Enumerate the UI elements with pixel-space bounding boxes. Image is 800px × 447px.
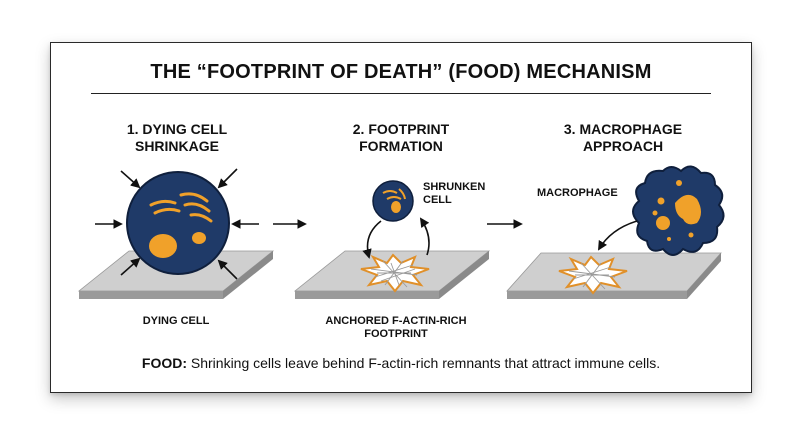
- shrunken-cell-label: SHRUNKEN CELL: [423, 181, 486, 206]
- anchored-footprint: [360, 253, 430, 293]
- step-3-title: 3. MACROPHAGE APPROACH: [563, 121, 683, 154]
- dying-cell: [126, 171, 230, 275]
- caption-term: FOOD:: [141, 355, 187, 371]
- diagram-illustration: [77, 165, 725, 299]
- detach-arrow: [362, 220, 382, 259]
- shrinkage-arrows: [95, 168, 259, 280]
- macrophage: [632, 165, 725, 256]
- caption-text: Shrinking cells leave behind F-actin-ric…: [187, 355, 661, 371]
- nucleus-organelle: [149, 234, 177, 258]
- diagram-title: THE “FOOTPRINT OF DEATH” (FOOD) MECHANIS…: [150, 61, 652, 83]
- diagram-card: THE “FOOTPRINT OF DEATH” (FOOD) MECHANIS…: [50, 42, 752, 393]
- macrophage-label: MACROPHAGE: [537, 187, 618, 199]
- remnant-footprint: [558, 255, 628, 295]
- step-2-title: 2. FOOTPRINT FORMATION: [352, 121, 450, 154]
- approach-arrow: [598, 220, 638, 251]
- retract-arrow: [419, 217, 430, 256]
- title-divider: [91, 93, 711, 94]
- shrunken-cell: [372, 180, 414, 222]
- step-1-title: 1. DYING CELL SHRINKAGE: [126, 121, 228, 154]
- organelle: [192, 232, 206, 244]
- footprint-label: ANCHORED F-ACTIN-RICH FOOTPRINT: [325, 315, 467, 340]
- caption: FOOD: Shrinking cells leave behind F-act…: [51, 355, 751, 371]
- dying-cell-label: DYING CELL: [142, 315, 210, 327]
